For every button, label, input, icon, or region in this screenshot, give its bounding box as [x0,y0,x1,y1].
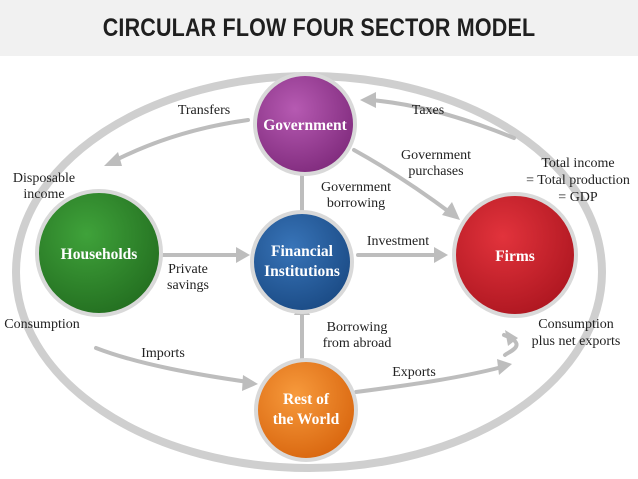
government-label: Government [263,117,347,134]
consumption-label: Consumption [4,317,79,332]
title-bar [0,0,638,56]
private-savings-label-line1: Private [168,262,208,277]
taxes-label: Taxes [412,103,444,118]
transfers-arrow [110,118,250,164]
total-income-label-line3: = GDP [558,190,598,205]
government-purchases-label-line1: Government [401,148,471,163]
imports-label: Imports [141,346,185,361]
taxes-arrowhead [360,92,376,108]
node-government: Government [253,72,357,176]
exports-label: Exports [392,365,436,380]
rest-of-world-label-line1: Rest of [283,391,330,408]
government-purchases-arrow [352,148,454,216]
transfers-label: Transfers [178,103,230,118]
government-borrowing-label-line2: borrowing [327,196,385,211]
ring-arrowhead-right [505,330,518,346]
transfers-arrowhead [104,152,122,166]
firms-label: Firms [495,248,535,265]
node-households: Households [35,189,163,317]
disposable-income-label-line1: Disposable [13,171,75,186]
households-label: Households [61,246,138,263]
page-title: CIRCULAR FLOW FOUR SECTOR MODEL [102,14,536,42]
total-income-label-line2: = Total production [526,173,630,188]
total-income-label-line1: Total income [541,156,614,171]
disposable-income-label-line2: income [23,187,64,202]
private-savings-label-line2: savings [167,278,209,293]
government-purchases-arrowhead [442,202,460,220]
imports-arrow [94,346,250,384]
node-firms: Firms [452,192,578,318]
consumption-net-exports-label-line2: plus net exports [532,334,621,349]
exports-arrowhead [497,359,512,375]
consumption-net-exports-label-line1: Consumption [538,317,613,332]
exports-arrow [354,365,504,394]
rest-of-world-label-line2: the World [273,411,340,428]
taxes-arrow [368,98,516,140]
private-savings-arrowhead [236,247,250,263]
investment-label: Investment [367,234,429,249]
node-rest-of-world: Rest of the World [254,358,358,462]
borrowing-abroad-label-line2: from abroad [323,336,392,351]
investment-arrowhead [434,247,448,263]
financial-label-line2: Institutions [264,263,340,280]
government-borrowing-label-line1: Government [321,180,391,195]
borrowing-abroad-label-line1: Borrowing [327,320,388,335]
node-financial-institutions: Financial Institutions [250,210,354,314]
government-purchases-label-line2: purchases [408,164,463,179]
financial-label-line1: Financial [271,243,334,260]
imports-arrowhead [242,375,258,391]
